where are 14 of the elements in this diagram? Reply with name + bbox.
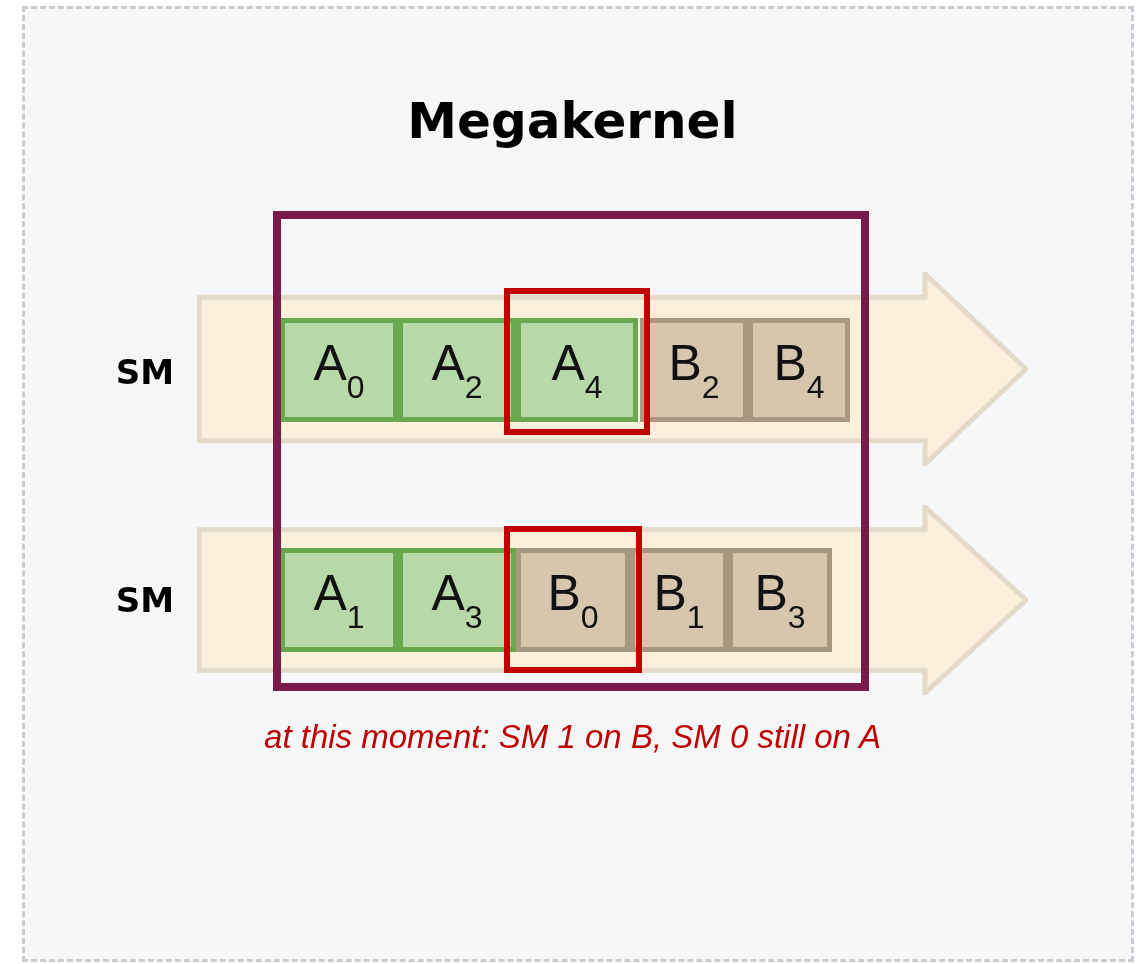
caption: at this moment: SM 1 on B, SM 0 still on A	[263, 718, 882, 756]
task-tile: A$_{2}$	[398, 318, 516, 422]
task-tile: B$_{0}$	[516, 548, 630, 652]
task-tile: A$_{3}$	[398, 548, 516, 652]
diagram-title: Megakernel	[406, 92, 739, 150]
task-tile: A$_{0}$	[280, 318, 398, 422]
task-tile: B$_{3}$	[728, 548, 832, 652]
task-tile: A$_{4}$	[516, 318, 638, 422]
task-tile: B$_{1}$	[630, 548, 728, 652]
row-label: SM	[114, 352, 176, 392]
task-tile: A$_{1}$	[280, 548, 398, 652]
task-tile: B$_{2}$	[640, 318, 748, 422]
task-tile: B$_{4}$	[748, 318, 850, 422]
row-label: SM	[114, 580, 176, 620]
